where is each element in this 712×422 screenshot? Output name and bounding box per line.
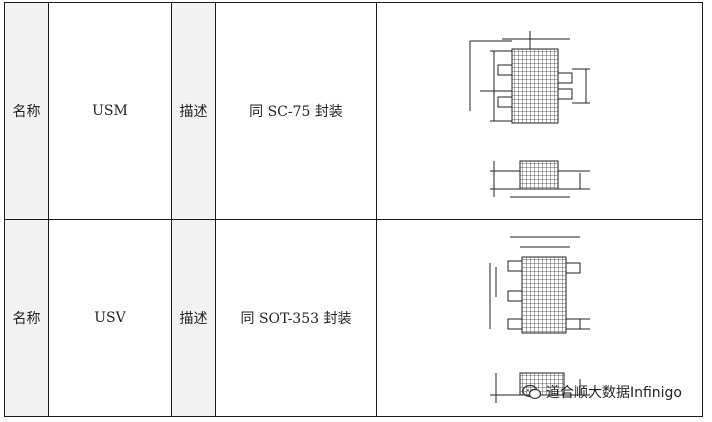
figure-cell (376, 2, 703, 220)
usm-package-drawing (469, 31, 590, 198)
name-value-cell: USV (48, 219, 172, 417)
usv-package-drawing (489, 236, 590, 403)
desc-label-cell: 描述 (171, 219, 216, 417)
table-row: 名称 USV 描述 同 SOT-353 封装 (4, 219, 703, 417)
package-table: 名称 USM 描述 同 SC-75 封装 (4, 2, 703, 417)
table-row: 名称 USM 描述 同 SC-75 封装 (4, 2, 703, 220)
watermark-text: 道合顺大数据Infinigo (545, 385, 682, 401)
figure-cell: 道合顺大数据Infinigo (376, 219, 703, 417)
desc-value-cell: 同 SC-75 封装 (215, 2, 377, 220)
name-value-cell: USM (48, 2, 172, 220)
watermark: 道合顺大数据Infinigo (522, 382, 682, 402)
name-label-cell: 名称 (4, 219, 49, 417)
wechat-logo-icon (522, 384, 542, 400)
desc-label-cell: 描述 (171, 2, 216, 220)
desc-value-cell: 同 SOT-353 封装 (215, 219, 377, 417)
name-label-cell: 名称 (4, 2, 49, 220)
